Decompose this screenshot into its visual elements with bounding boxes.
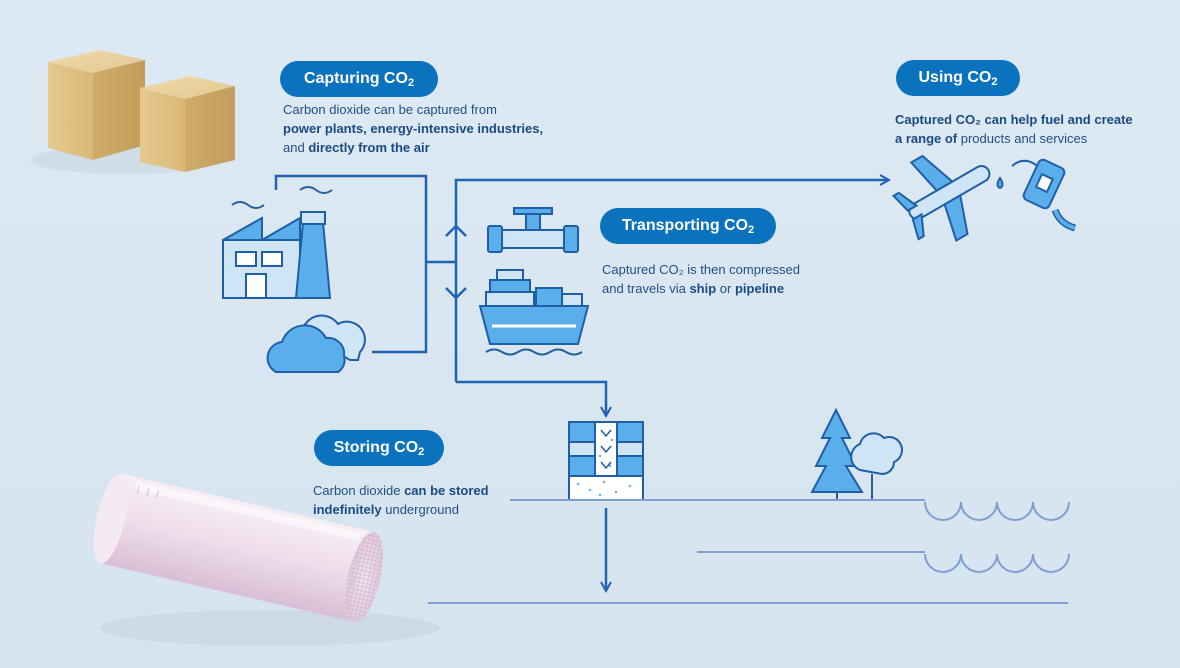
storing-pill: Storing CO2	[314, 430, 444, 466]
capturing-desc-line-3a: and	[283, 140, 309, 155]
using-subscript: 2	[991, 76, 998, 88]
pine-tree-icon	[810, 407, 864, 500]
capturing-pill: Capturing CO2	[280, 61, 438, 97]
using-description: Captured CO₂ can help fuel and create a …	[895, 110, 1133, 148]
airplane-icon	[891, 154, 991, 242]
transporting-desc-line-2a: and travels via	[602, 281, 690, 296]
capturing-desc-line-1: Carbon dioxide can be captured from	[283, 102, 497, 117]
catalyst-cylinder-icon	[93, 473, 440, 646]
capturing-desc-line-2: power plants, energy-intensive industrie…	[283, 121, 544, 136]
using-desc-line-1: Captured CO₂ can help fuel and create	[895, 112, 1133, 127]
pipeline-icon	[487, 207, 579, 253]
storing-desc-line-2a: indefinitely	[313, 502, 382, 517]
transporting-desc-ship: ship	[689, 281, 717, 296]
storing-desc-line-1b: can be stored	[404, 483, 489, 498]
filter-block-icon	[30, 50, 235, 174]
using-desc-line-2a: a range of	[895, 131, 958, 146]
storing-description: Carbon dioxide can be stored indefinitel…	[313, 481, 489, 519]
capturing-desc-line-3b: directly from the air	[308, 140, 430, 155]
factory-icon	[222, 186, 333, 299]
capturing-title: Capturing CO	[303, 70, 408, 87]
storing-desc-line-2b: underground	[381, 502, 459, 517]
fuel-nozzle-icon	[996, 158, 1077, 232]
storage-well-icon	[568, 421, 644, 501]
capturing-description: Carbon dioxide can be captured from powe…	[283, 100, 543, 157]
ground-lines	[428, 499, 1070, 604]
transporting-desc-line-2c: or	[716, 281, 735, 296]
transporting-subscript: 2	[748, 224, 755, 236]
storing-desc-line-1a: Carbon dioxide	[313, 483, 405, 498]
storing-title: Storing CO	[333, 439, 419, 456]
transporting-title: Transporting CO	[621, 217, 749, 234]
transporting-desc-pipeline: pipeline	[734, 281, 785, 296]
flow-lines	[274, 176, 888, 590]
capturing-subscript: 2	[407, 77, 415, 89]
using-desc-line-2b: products and services	[957, 131, 1088, 146]
deciduous-tree-icon	[850, 432, 903, 500]
using-pill: Using CO2	[896, 60, 1020, 96]
transporting-pill: Transporting CO2	[600, 208, 776, 244]
storing-subscript: 2	[418, 446, 425, 458]
cloud-icon	[266, 314, 366, 373]
transporting-description: Captured CO₂ is then compressed and trav…	[602, 260, 800, 298]
transporting-desc-line-1: Captured CO₂ is then compressed	[602, 262, 800, 277]
using-title: Using CO	[918, 69, 992, 86]
ship-icon	[478, 269, 590, 356]
